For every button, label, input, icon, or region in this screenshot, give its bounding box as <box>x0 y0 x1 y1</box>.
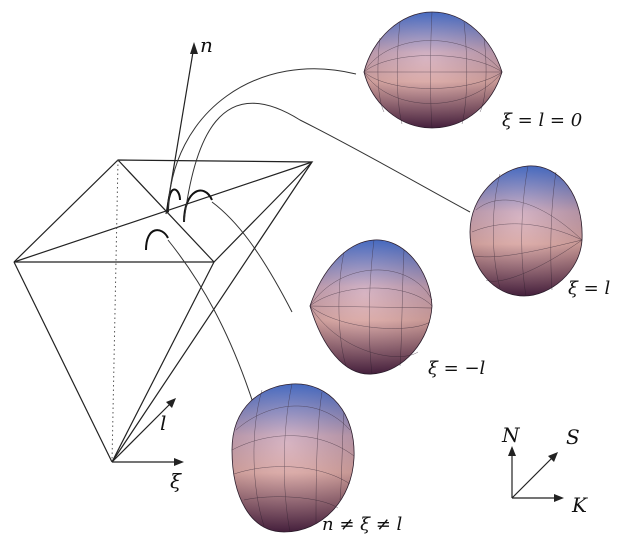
shape-label-xi-minus-l: ξ = −l <box>428 358 486 379</box>
s-arrowhead <box>548 452 558 462</box>
shape-label-xi-equals-l: ξ = l <box>568 278 610 299</box>
shape-general <box>231 383 355 533</box>
pyramid-wireframe <box>13 159 314 463</box>
nsk-compass <box>508 446 564 502</box>
shape-xi-equals-l <box>469 165 583 297</box>
xi-axis-arrowhead <box>174 458 184 466</box>
n-axis-label: n <box>200 33 213 57</box>
k-arrowhead <box>554 494 564 502</box>
n-axis-arrowhead <box>190 42 198 54</box>
shape-xi-l-zero <box>363 11 503 129</box>
compass-k-label: K <box>571 493 588 517</box>
shape-xi-minus-l <box>309 239 433 375</box>
axes <box>111 42 198 466</box>
xi-axis-label: ξ <box>170 469 182 493</box>
connector-curves <box>145 68 471 413</box>
compass-n-label: N <box>501 423 521 447</box>
compass-s-label: S <box>566 425 580 449</box>
shape-label-xi-l-zero: ξ = l = 0 <box>502 110 582 131</box>
l-axis-arrowhead <box>166 398 176 408</box>
l-axis-label: l <box>160 411 166 435</box>
shape-label-general: n ≠ ξ ≠ l <box>322 514 403 535</box>
n-arrowhead <box>508 446 516 456</box>
